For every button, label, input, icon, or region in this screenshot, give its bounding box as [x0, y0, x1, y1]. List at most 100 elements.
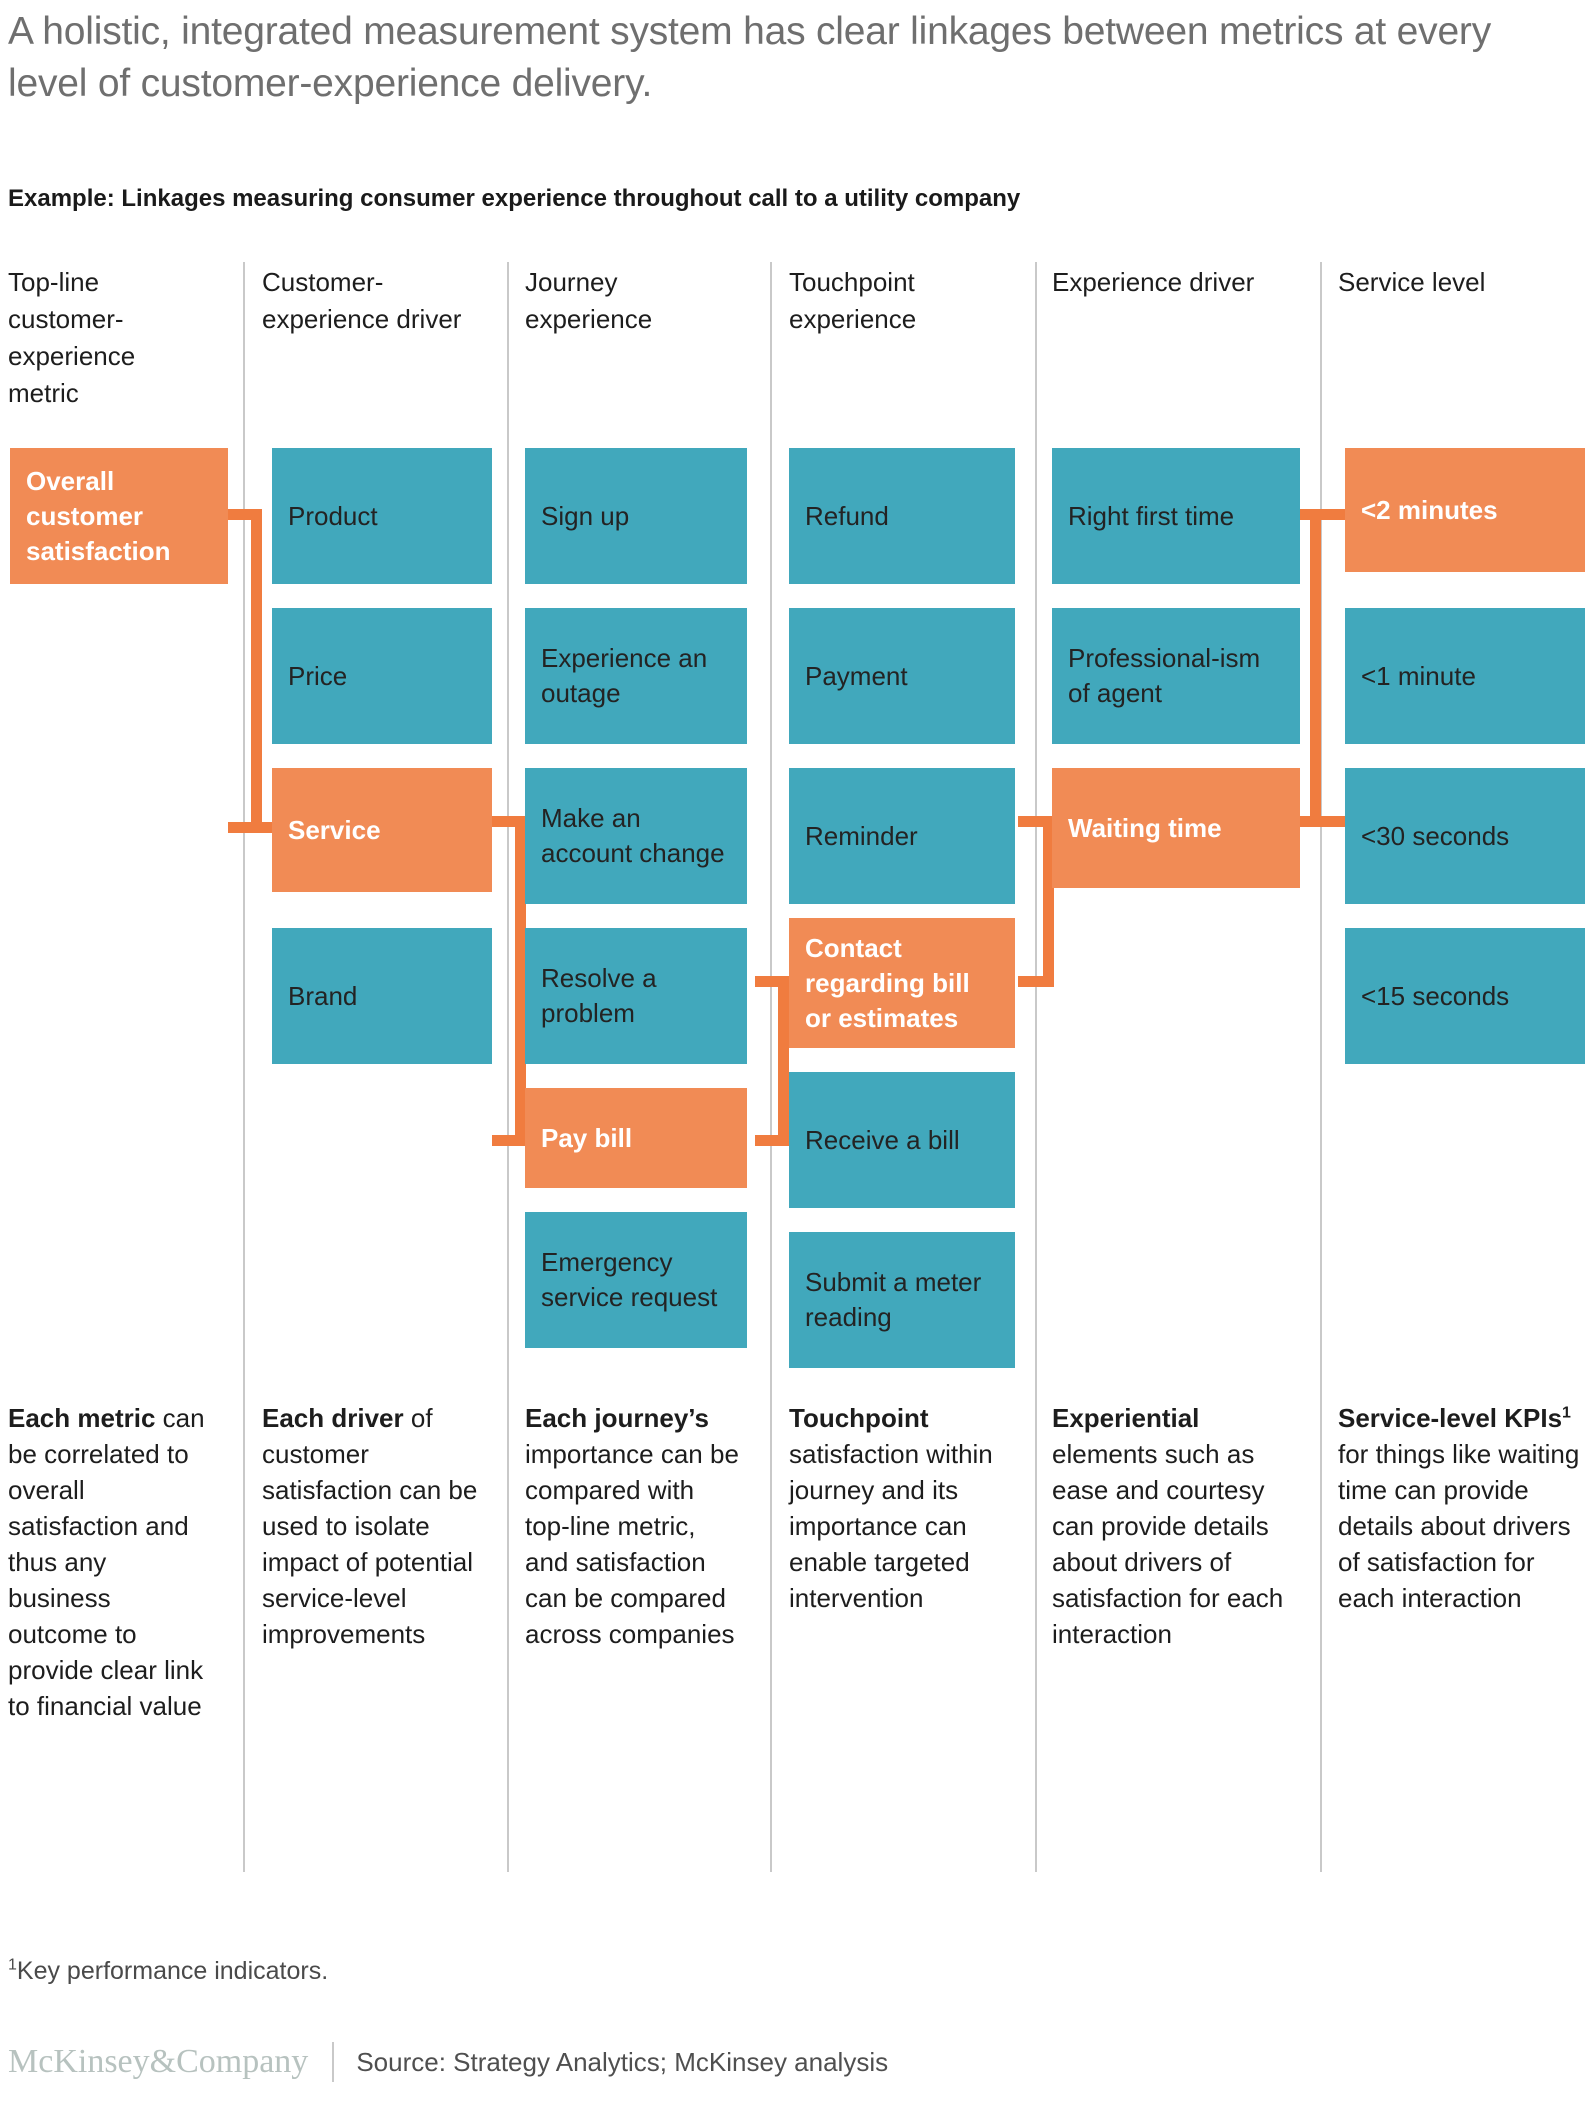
- box-receive-a-bill[interactable]: Receive a bill: [789, 1072, 1015, 1208]
- box-label: Experience an outage: [541, 643, 708, 708]
- note-keyword: journey’s: [594, 1403, 710, 1433]
- box-label: Submit a meter reading: [805, 1267, 982, 1332]
- note-cx-driver: Each driver of customer satisfaction can…: [262, 1400, 480, 1652]
- box-label: Product: [288, 500, 378, 531]
- box-label: Make an account change: [541, 803, 725, 868]
- box-lt-2-minutes[interactable]: <2 minutes: [1345, 448, 1585, 572]
- connector-contact-to-waiting-h2: [1018, 816, 1054, 827]
- note-keyword: Experiential: [1052, 1403, 1200, 1433]
- box-make-an-account-change[interactable]: Make an account change: [525, 768, 747, 904]
- note-body: can be correlated to overall satisfactio…: [8, 1403, 205, 1721]
- note-body: elements such as ease and courtesy can p…: [1052, 1439, 1284, 1649]
- column-header-service-level: Service level: [1338, 267, 1486, 297]
- footnote-text: Key performance indicators.: [16, 1957, 329, 1985]
- box-product[interactable]: Product: [272, 448, 492, 584]
- footnote: 1Key performance indicators.: [8, 1955, 328, 1987]
- column-separator-4: [1035, 262, 1037, 1872]
- box-contact-regarding-bill[interactable]: Contact regarding bill or estimates: [789, 918, 1015, 1048]
- note-service-level-kpis: Service-level KPIs1 for things like wait…: [1338, 1400, 1586, 1616]
- connector-overall-to-service-h1: [228, 509, 262, 520]
- column-header-experience-driver: Experience driver: [1052, 267, 1255, 297]
- box-label: Professional-ism of agent: [1068, 643, 1261, 708]
- box-label: Pay bill: [541, 1122, 633, 1153]
- box-professionalism-of-agent[interactable]: Professional-ism of agent: [1052, 608, 1300, 744]
- box-pay-bill[interactable]: Pay bill: [525, 1088, 747, 1188]
- note-journey: Each journey’s importance can be compare…: [525, 1400, 743, 1652]
- column-header-touchpoint: Touchpoint experience: [789, 267, 917, 334]
- box-submit-a-meter-reading[interactable]: Submit a meter reading: [789, 1232, 1015, 1368]
- connector-service-to-paybill-v: [515, 816, 526, 1146]
- box-label: Refund: [805, 500, 889, 531]
- connector-overall-to-service-v: [251, 509, 262, 833]
- note-touchpoint: Touchpoint satisfaction within journey a…: [789, 1400, 1011, 1616]
- note-body: importance can be compared with top-line…: [525, 1439, 739, 1649]
- box-resolve-a-problem[interactable]: Resolve a problem: [525, 928, 747, 1064]
- connector-service-to-paybill-h2: [492, 1135, 526, 1146]
- box-sign-up[interactable]: Sign up: [525, 448, 747, 584]
- box-right-first-time[interactable]: Right first time: [1052, 448, 1300, 584]
- box-label: <1 minute: [1361, 660, 1476, 691]
- box-label: Reminder: [805, 820, 918, 851]
- box-label: Contact regarding bill or estimates: [805, 932, 970, 1033]
- box-label: <30 seconds: [1361, 820, 1510, 851]
- note-body: of customer satisfaction can be used to …: [262, 1403, 478, 1649]
- mckinsey-logo: McKinsey&Company: [8, 2043, 309, 2080]
- box-refund[interactable]: Refund: [789, 448, 1015, 584]
- box-payment[interactable]: Payment: [789, 608, 1015, 744]
- column-separator-2: [507, 262, 509, 1872]
- column-header-cx-driver: Customer-experience driver: [262, 267, 462, 334]
- note-keyword: driver: [331, 1403, 404, 1433]
- connector-service-to-paybill-h1: [492, 816, 526, 827]
- box-label: Brand: [288, 980, 358, 1011]
- column-separator-3: [770, 262, 772, 1872]
- box-label: Service: [288, 814, 381, 845]
- box-label: Payment: [805, 660, 908, 691]
- box-label: Right first time: [1068, 500, 1235, 531]
- connector-paybill-to-contact-v: [778, 976, 789, 1146]
- note-footnote-marker: 1: [1562, 1404, 1571, 1422]
- connector-waiting-to-2min-h2: [1300, 509, 1346, 520]
- box-label: Waiting time: [1068, 812, 1222, 843]
- box-waiting-time[interactable]: Waiting time: [1052, 768, 1300, 888]
- box-label: Receive a bill: [805, 1124, 960, 1155]
- box-experience-an-outage[interactable]: Experience an outage: [525, 608, 747, 744]
- box-lt-15-seconds[interactable]: <15 seconds: [1345, 928, 1585, 1064]
- column-header-journey: Journey experience: [525, 267, 653, 334]
- box-label: Overall customer satisfaction: [26, 465, 171, 566]
- box-emergency-service-request[interactable]: Emergency service request: [525, 1212, 747, 1348]
- connector-waiting-to-2min-v: [1310, 509, 1321, 827]
- note-keyword: Service-level KPIs: [1338, 1403, 1563, 1433]
- note-experiential: Experiential elements such as ease and c…: [1052, 1400, 1292, 1652]
- connector-waiting-to-2min-h1: [1300, 816, 1346, 827]
- footer: McKinsey&Company Source: Strategy Analyt…: [8, 2040, 888, 2084]
- box-reminder[interactable]: Reminder: [789, 768, 1015, 904]
- subtitle: Example: Linkages measuring consumer exp…: [8, 185, 1021, 212]
- connector-contact-to-waiting-h1: [1018, 976, 1054, 987]
- box-label: Sign up: [541, 500, 630, 531]
- box-price[interactable]: Price: [272, 608, 492, 744]
- column-separator-1: [243, 262, 245, 1872]
- box-label: <2 minutes: [1361, 494, 1498, 525]
- page-title: A holistic, integrated measurement syste…: [8, 10, 1492, 105]
- box-overall-customer-satisfaction[interactable]: Overall customer satisfaction: [10, 448, 228, 584]
- box-label: Resolve a problem: [541, 963, 657, 1028]
- box-lt-30-seconds[interactable]: <30 seconds: [1345, 768, 1585, 904]
- connector-contact-to-waiting-v: [1043, 816, 1054, 987]
- footer-divider: [332, 2042, 335, 2082]
- box-label: Price: [288, 660, 348, 691]
- connector-overall-to-service-h2: [228, 822, 272, 833]
- box-lt-1-minute[interactable]: <1 minute: [1345, 608, 1585, 744]
- column-header-top-line-metric: Top-line customer-experience metric: [8, 267, 136, 408]
- note-top-line-metric: Each metric can be correlated to overall…: [8, 1400, 213, 1724]
- note-lead: Each: [525, 1403, 595, 1433]
- note-keyword: metric: [77, 1403, 156, 1433]
- note-lead: Each: [262, 1403, 332, 1433]
- box-brand[interactable]: Brand: [272, 928, 492, 1064]
- note-keyword: Touchpoint: [789, 1403, 929, 1433]
- note-body: for things like waiting time can provide…: [1338, 1439, 1580, 1613]
- note-lead: Each: [8, 1403, 78, 1433]
- box-label: <15 seconds: [1361, 980, 1510, 1011]
- box-service[interactable]: Service: [272, 768, 492, 892]
- note-body: satisfaction within journey and its impo…: [789, 1439, 993, 1613]
